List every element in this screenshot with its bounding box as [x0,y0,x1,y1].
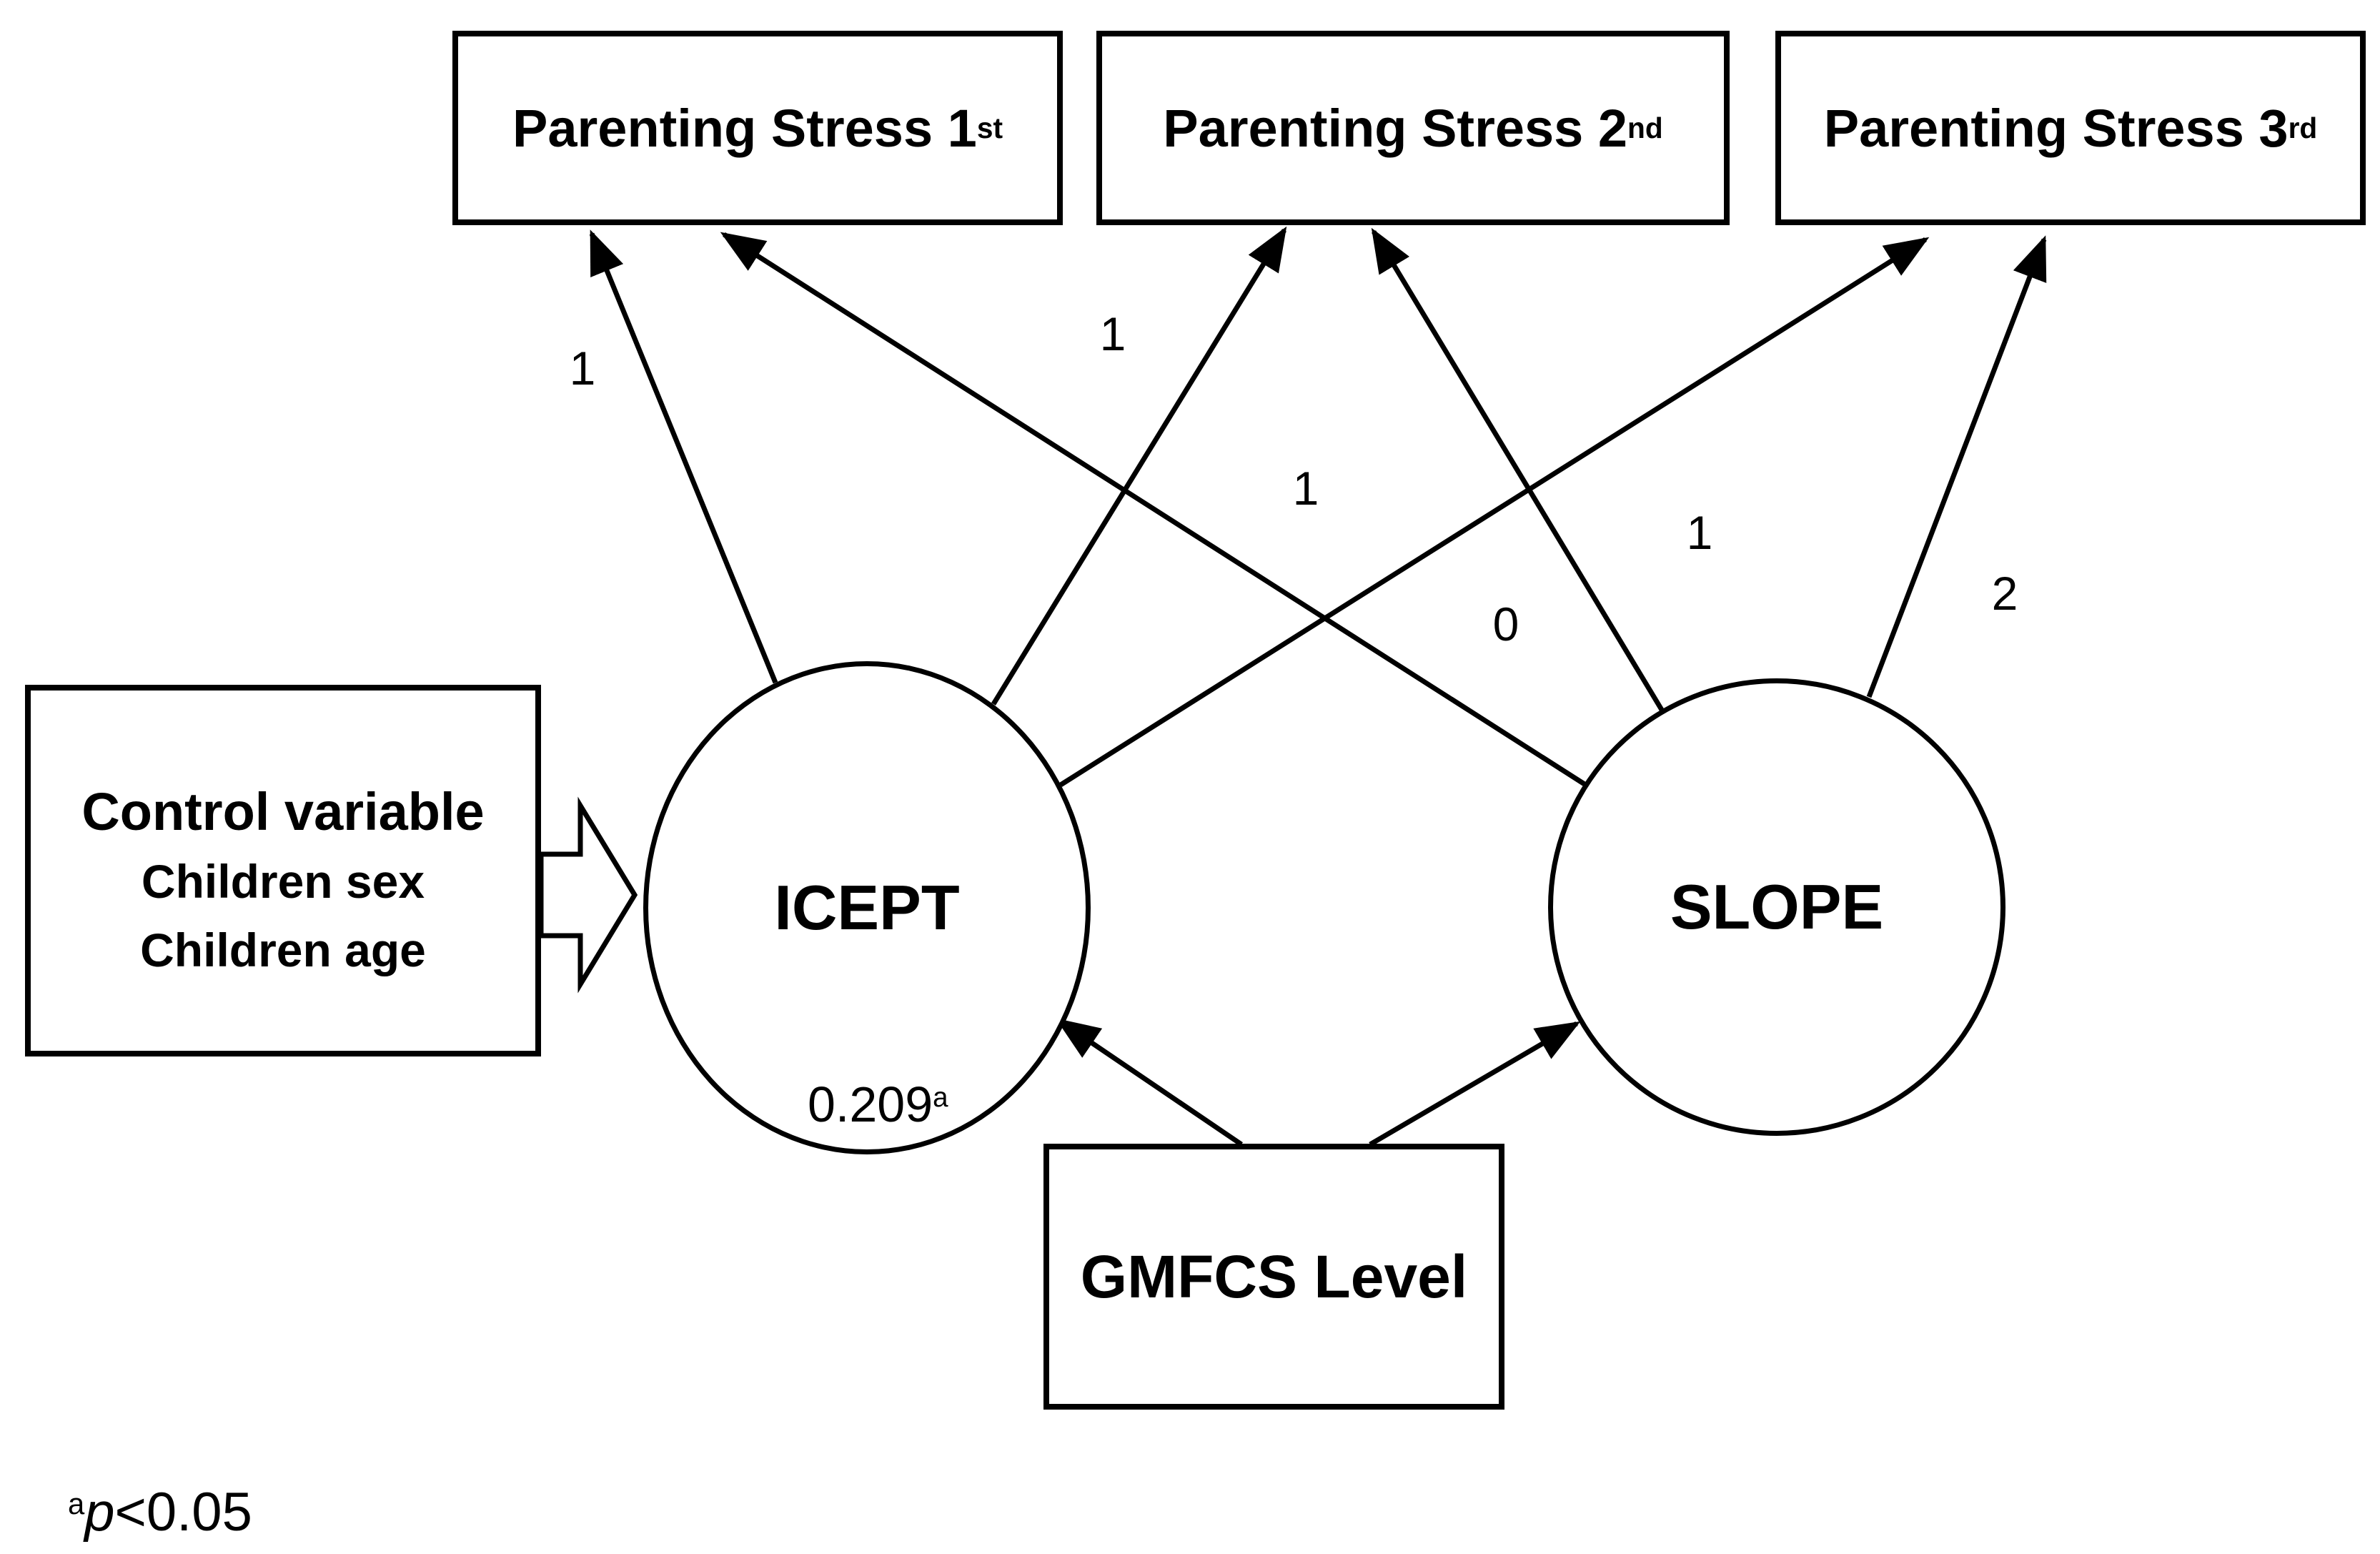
footnote: ap<0.05 [68,1481,252,1543]
significance-marker: a [933,1082,948,1113]
footnote-p-symbol: p [84,1482,115,1543]
arrow-icept-to-ps3 [1059,237,1930,787]
control-block-arrow [538,796,638,994]
footnote-marker: a [68,1487,85,1521]
latent-label-icept: ICEPT [774,872,960,943]
control-box-item: Children sex [141,854,425,908]
loading-label-slope-ps1: 0 [1492,598,1519,650]
arrow-slope-to-ps1 [720,232,1586,786]
coefficient-value: 0.209 [808,1077,933,1132]
loading-label-slope-ps3: 2 [1991,567,2018,620]
latent-label-slope: SLOPE [1670,871,1884,942]
loading-label-icept-ps1: 1 [569,342,596,395]
latent-ellipse-icept: ICEPT [643,661,1091,1154]
arrow-icept-to-ps1 [589,229,778,684]
control-box-item: Children age [140,923,426,976]
arrow-slope-to-ps3 [1866,235,2047,698]
loading-label-slope-ps2: 1 [1686,506,1713,559]
arrow-gmfcs-to-slope [1369,1021,1581,1147]
latent-ellipse-slope: SLOPE [1548,678,2005,1136]
gmfcs-level-box: GMFCS Level [1043,1144,1504,1410]
path-coefficient-label: 0.209a [808,1076,948,1133]
footnote-condition: <0.05 [114,1482,252,1543]
loading-label-icept-ps2: 1 [1099,307,1126,360]
observed-box-label: Parenting Stress 2 [1163,98,1628,158]
control-box-title: Control variable [81,782,485,841]
observed-box-label: Parenting Stress 1 [512,98,977,158]
control-variable-box: Control variable Children sex Children a… [25,685,541,1056]
arrow-gmfcs-to-icept [1055,1018,1243,1147]
loading-label-icept-ps3: 1 [1292,462,1319,515]
observed-box-label: Parenting Stress 3 [1823,98,2289,158]
arrow-slope-to-ps2 [1371,227,1664,711]
arrow-icept-to-ps2 [991,226,1287,706]
gmfcs-box-label: GMFCS Level [1080,1242,1468,1310]
